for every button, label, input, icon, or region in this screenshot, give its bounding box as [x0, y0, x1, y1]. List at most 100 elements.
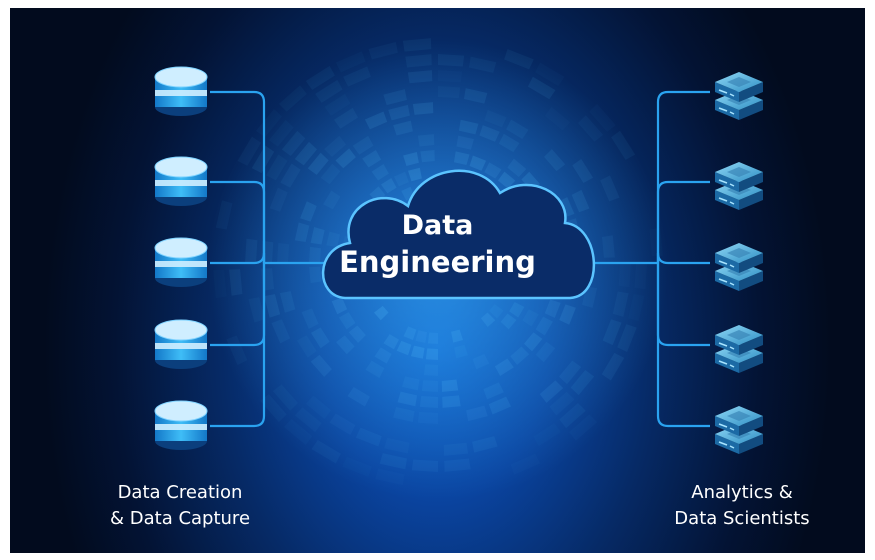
ring-segment — [309, 246, 321, 263]
ring-segment — [373, 305, 389, 321]
ring-segment — [310, 354, 332, 377]
connector-line-right — [656, 263, 710, 428]
ring-segment — [310, 327, 330, 349]
ring-segment — [364, 111, 388, 130]
server-icon — [715, 243, 763, 291]
ring-segment — [571, 189, 590, 213]
ring-segment — [559, 304, 576, 325]
ring-segment — [229, 269, 243, 296]
ring-segment — [411, 459, 438, 472]
ring-segment — [578, 115, 604, 142]
connector-line-right — [656, 180, 710, 263]
ring-segment — [506, 119, 529, 139]
ring-segment — [427, 332, 438, 344]
ring-segment — [333, 107, 359, 129]
left-caption-line1: Data Creation — [117, 482, 243, 503]
ring-segment — [539, 380, 564, 403]
ring-segment — [408, 167, 422, 182]
ring-segment — [489, 304, 504, 319]
cloud-title-line1: Data — [401, 210, 474, 241]
ring-segment — [393, 171, 409, 187]
ring-segment — [374, 347, 392, 364]
ring-segment — [365, 360, 385, 378]
ring-segment — [379, 453, 408, 470]
ring-segment — [497, 171, 516, 189]
ring-segment — [331, 297, 348, 315]
connector-line-left — [210, 90, 266, 263]
ring-segment — [453, 151, 470, 166]
ring-segment — [535, 316, 553, 336]
ring-segment — [469, 155, 487, 171]
ring-segment — [405, 54, 432, 68]
ring-segment — [454, 344, 468, 359]
ring-segment — [324, 135, 347, 157]
ring-segment — [402, 38, 432, 52]
ring-segment — [402, 376, 420, 391]
ring-segment — [329, 413, 356, 435]
ring-segment — [498, 133, 520, 153]
right-caption-line2: Data Scientists — [674, 508, 810, 529]
ring-segment — [468, 56, 497, 73]
connector-line-left — [210, 252, 266, 265]
cloud-title-line2: Engineering — [339, 245, 536, 279]
ring-segment — [570, 369, 595, 396]
analytics-servers — [715, 72, 763, 454]
ring-segment — [280, 163, 301, 188]
database-icon — [154, 400, 208, 450]
server-icon — [715, 325, 763, 373]
ring-segment — [300, 201, 317, 222]
ring-segment — [420, 150, 435, 163]
ring-segment — [362, 149, 382, 168]
ring-segment — [507, 158, 527, 177]
ring-segment — [559, 403, 586, 429]
database-icon — [154, 66, 208, 116]
ring-segment — [443, 442, 469, 456]
ring-segment — [278, 85, 307, 112]
server-icon — [715, 162, 763, 210]
ring-segment — [509, 302, 525, 318]
ring-segment — [544, 149, 566, 172]
ring-segment — [296, 335, 317, 358]
ring-segment — [500, 313, 517, 330]
ring-segment — [544, 299, 561, 318]
right-caption: Analytics & Data Scientists — [612, 480, 865, 532]
connector-lines — [210, 90, 710, 428]
ring-segment — [294, 141, 317, 166]
ring-segment — [388, 104, 410, 121]
ring-segment — [315, 79, 343, 103]
ring-segment — [527, 76, 556, 100]
ring-segment — [368, 41, 398, 60]
ring-segment — [472, 436, 498, 453]
ring-segment — [451, 329, 464, 343]
ring-segment — [438, 70, 462, 82]
ring-segment — [396, 340, 412, 356]
ring-segment — [403, 152, 419, 166]
diagram-canvas: Data Engineering Data Creation & Data Ca… — [10, 8, 865, 553]
ring-segment — [483, 382, 504, 400]
ring-segment — [425, 348, 438, 360]
ring-segment — [393, 120, 413, 136]
ring-segment — [352, 135, 374, 155]
ring-segment — [484, 109, 507, 128]
source-databases — [154, 66, 208, 450]
ring-segment — [494, 358, 514, 377]
ring-segment — [279, 291, 296, 313]
ring-segment — [266, 154, 288, 181]
ring-segment — [281, 130, 306, 157]
ring-segment — [383, 334, 399, 350]
ring-segment — [479, 125, 500, 142]
ring-segment — [336, 335, 355, 355]
ring-segment — [403, 326, 417, 341]
ring-segment — [611, 130, 636, 160]
ring-segment — [260, 394, 287, 423]
ring-segment — [326, 231, 341, 248]
ring-segment — [463, 88, 488, 104]
ring-segment — [438, 54, 465, 67]
ring-segment — [602, 319, 622, 346]
ring-segment — [383, 89, 407, 106]
ring-segment — [480, 312, 496, 328]
ring-segment — [421, 380, 438, 392]
ring-segment — [347, 387, 370, 407]
ring-segment — [407, 70, 433, 84]
ring-segment — [559, 360, 582, 385]
